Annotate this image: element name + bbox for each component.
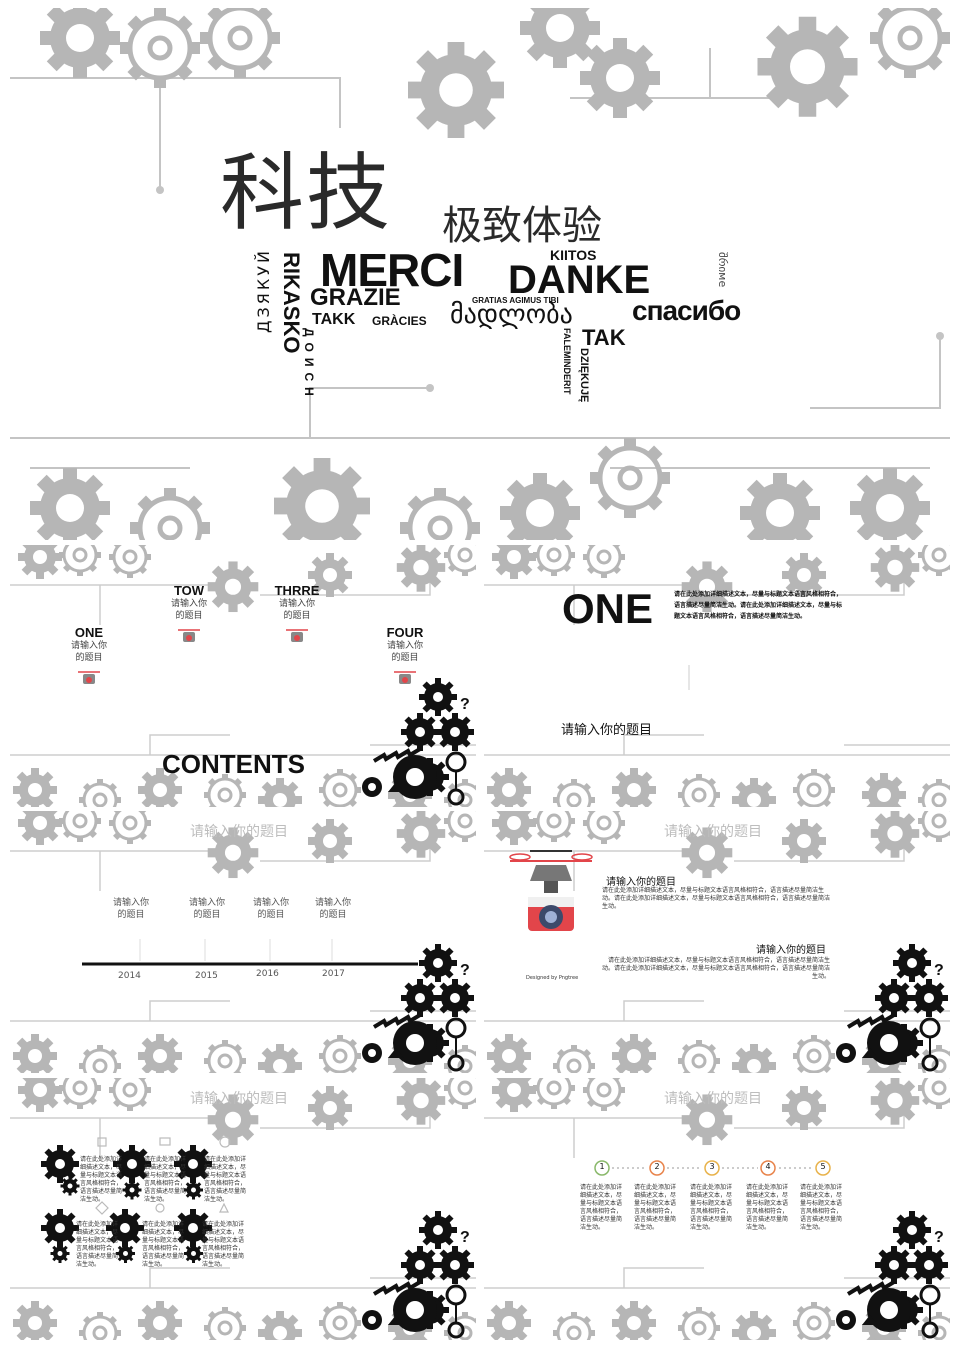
section-heading: ONE — [562, 585, 654, 632]
icon-blurb: 请在此处添加详细描述文本，尽量与标题文本语言风格相符合，语言描述尽量简洁生动。 — [144, 1156, 187, 1203]
drone-icon — [78, 671, 100, 684]
gear-background — [10, 1078, 476, 1340]
contents-slide: CONTENTS ONE 请输入你的题目 TOW 请输入你的题目 THRRE 请… — [10, 545, 476, 807]
word-tak: TAK — [582, 325, 626, 350]
word-dyakuyu: ДЗЯКУЙ — [254, 248, 273, 333]
step-number: 5 — [820, 1162, 826, 1171]
drone-icon — [178, 629, 200, 642]
contents-item-num: FOUR — [386, 625, 424, 640]
word-rikasko: RIKASKO — [279, 252, 304, 354]
word-gracies: GRÀCIES — [372, 314, 427, 328]
drone-slide: 请输入你的题目 Designed by Pngtree 请输入你的题目 请在此处… — [484, 811, 950, 1073]
gear-background — [10, 8, 952, 540]
slide-topic[interactable]: 请输入你的题目 — [190, 1091, 288, 1107]
section-topic[interactable]: 请输入你的题目 — [561, 723, 653, 738]
timeline-label: 请输入你的题目 — [188, 898, 225, 920]
step-blurb: 请在此处添加详细描述文本，尽量与标题文本语言风格相符合，语言描述尽量简洁生动。 — [800, 1184, 843, 1231]
section-one-slide: ONE 请在此处添加详细描述文本，尽量与标题文本语言风格相符合，语言描述尽量简洁… — [484, 545, 950, 807]
gear-background — [484, 545, 950, 807]
timeline-year: 2015 — [195, 971, 218, 981]
section-body: 请在此处添加详细描述文本，尽量与标题文本语言风格相符合，语言描述尽量简洁生动。请… — [674, 591, 843, 620]
slide-topic[interactable]: 请输入你的题目 — [664, 1091, 762, 1107]
icon-blurb: 请在此处添加详细描述文本，尽量与标题文本语言风格相符合，语言描述尽量简洁生动。 — [142, 1221, 185, 1268]
word-kiitos: KIITOS — [550, 247, 597, 263]
step-number: 1 — [599, 1162, 605, 1171]
drone-body-1: 请在此处添加详细描述文本，尽量与标题文本语言风格相符合，语言描述尽量简洁生动。请… — [602, 887, 831, 910]
icon-blurb: 请在此处添加详细描述文本，尽量与标题文本语言风格相符合，语言描述尽量简洁生动。 — [76, 1221, 119, 1268]
timeline-label: 请输入你的题目 — [112, 898, 149, 920]
cover-title-main: 科技 — [220, 144, 393, 242]
drone-icon — [394, 671, 416, 684]
like-icon — [219, 1202, 229, 1213]
gear-background — [484, 1078, 950, 1340]
slide-topic[interactable]: 请输入你的题目 — [190, 824, 288, 840]
contents-item-desc: 请输入你的题目 — [170, 599, 207, 621]
step-blurb: 请在此处添加详细描述文本，尽量与标题文本语言风格相符合，语言描述尽量简洁生动。 — [746, 1184, 789, 1231]
gear-background — [10, 811, 476, 1073]
icon-blurb: 请在此处添加详细描述文本，尽量与标题文本语言风格相符合，语言描述尽量简洁生动。 — [80, 1156, 123, 1203]
drone-body-2: 请在此处添加详细描述文本，尽量与标题文本语言风格相符合，语言描述尽量简洁生动。请… — [601, 957, 830, 980]
cover-title-sub: 极致体验 — [442, 203, 602, 249]
icon-blurb: 请在此处添加详细描述文本，尽量与标题文本语言风格相符合，语言描述尽量简洁生动。 — [202, 1221, 245, 1268]
contents-item-tow[interactable]: TOW 请输入你的题目 — [160, 583, 218, 650]
drone-title-2: 请输入你的题目 — [756, 945, 826, 956]
drone-title-1: 请输入你的题目 — [606, 877, 676, 888]
contents-item-desc: 请输入你的题目 — [386, 641, 423, 663]
contents-item-desc: 请输入你的题目 — [70, 641, 107, 663]
word-gratias: GRATIAS AGIMUS TIBI — [472, 296, 559, 305]
contents-item-num: TOW — [173, 583, 205, 598]
steps-slide: 请输入你的题目 1 2 3 4 5 请在此处添加详细描述文本，尽量与标题文本语言… — [484, 1078, 950, 1340]
word-faleminderit: FALEMINDERIT — [562, 328, 572, 395]
laptop-icon — [159, 1137, 171, 1146]
contents-item-one[interactable]: ONE 请输入你的题目 — [60, 625, 118, 692]
contents-item-num: ONE — [74, 625, 104, 640]
timeline-label: 请输入你的题目 — [314, 898, 351, 920]
word-arm: შრიме — [716, 252, 729, 288]
timeline-year: 2017 — [322, 969, 345, 979]
word-dziekuje: DZIĘKUJĘ — [578, 348, 590, 403]
step-number: 2 — [654, 1162, 660, 1171]
cover-slide: 科技 极致体验 MERCI DANKE KIITOS GRAZIE TAKK G… — [10, 8, 952, 540]
word-georgian: მადლობა — [450, 300, 573, 330]
cup-icon — [97, 1137, 107, 1147]
contents-item-four[interactable]: FOUR 请输入你的题目 — [376, 625, 434, 692]
word-danke: DANKE — [508, 258, 651, 302]
word-grazie: GRAZIE — [310, 284, 401, 311]
timeline-year: 2016 — [256, 969, 279, 979]
contents-item-num: THRRE — [274, 583, 320, 598]
timeline-year: 2014 — [118, 971, 141, 981]
icons-slide: 请输入你的题目 请在此处添加详细描述文本，尽量与标题文本语言风格相符合，语言描述… — [10, 1078, 476, 1340]
word-doisn: ДОИСН — [302, 328, 316, 402]
step-blurb: 请在此处添加详细描述文本，尽量与标题文本语言风格相符合，语言描述尽量简洁生动。 — [634, 1184, 677, 1231]
drone-icon — [286, 629, 308, 642]
step-blurb: 请在此处添加详细描述文本，尽量与标题文本语言风格相符合，语言描述尽量简洁生动。 — [580, 1184, 623, 1231]
drone-camera-image — [509, 850, 593, 931]
step-blurb: 请在此处添加详细描述文本，尽量与标题文本语言风格相符合，语言描述尽量简洁生动。 — [690, 1184, 733, 1231]
timeline-label: 请输入你的题目 — [252, 898, 289, 920]
contents-heading: CONTENTS — [162, 749, 305, 779]
word-takk: TAKK — [312, 311, 356, 328]
timeline-slide: 请输入你的题目 请输入你的题目 请输入你的题目 请输入你的题目 请输入你的题目 … — [10, 811, 476, 1073]
credit-text: Designed by Pngtree — [526, 975, 579, 981]
word-spasibo: спасибо — [632, 295, 741, 326]
step-number: 4 — [765, 1162, 771, 1171]
icon-blurb: 请在此处添加详细描述文本，尽量与标题文本语言风格相符合，语言描述尽量简洁生动。 — [204, 1156, 247, 1203]
slide-topic[interactable]: 请输入你的题目 — [664, 824, 762, 840]
contents-item-thrre[interactable]: THRRE 请输入你的题目 — [268, 583, 326, 650]
diamond-icon — [95, 1201, 109, 1215]
word-merci: MERCI — [320, 244, 464, 296]
bulb-icon — [155, 1203, 165, 1213]
step-number: 3 — [709, 1162, 715, 1171]
contents-item-desc: 请输入你的题目 — [278, 599, 315, 621]
chat-icon — [219, 1136, 231, 1148]
